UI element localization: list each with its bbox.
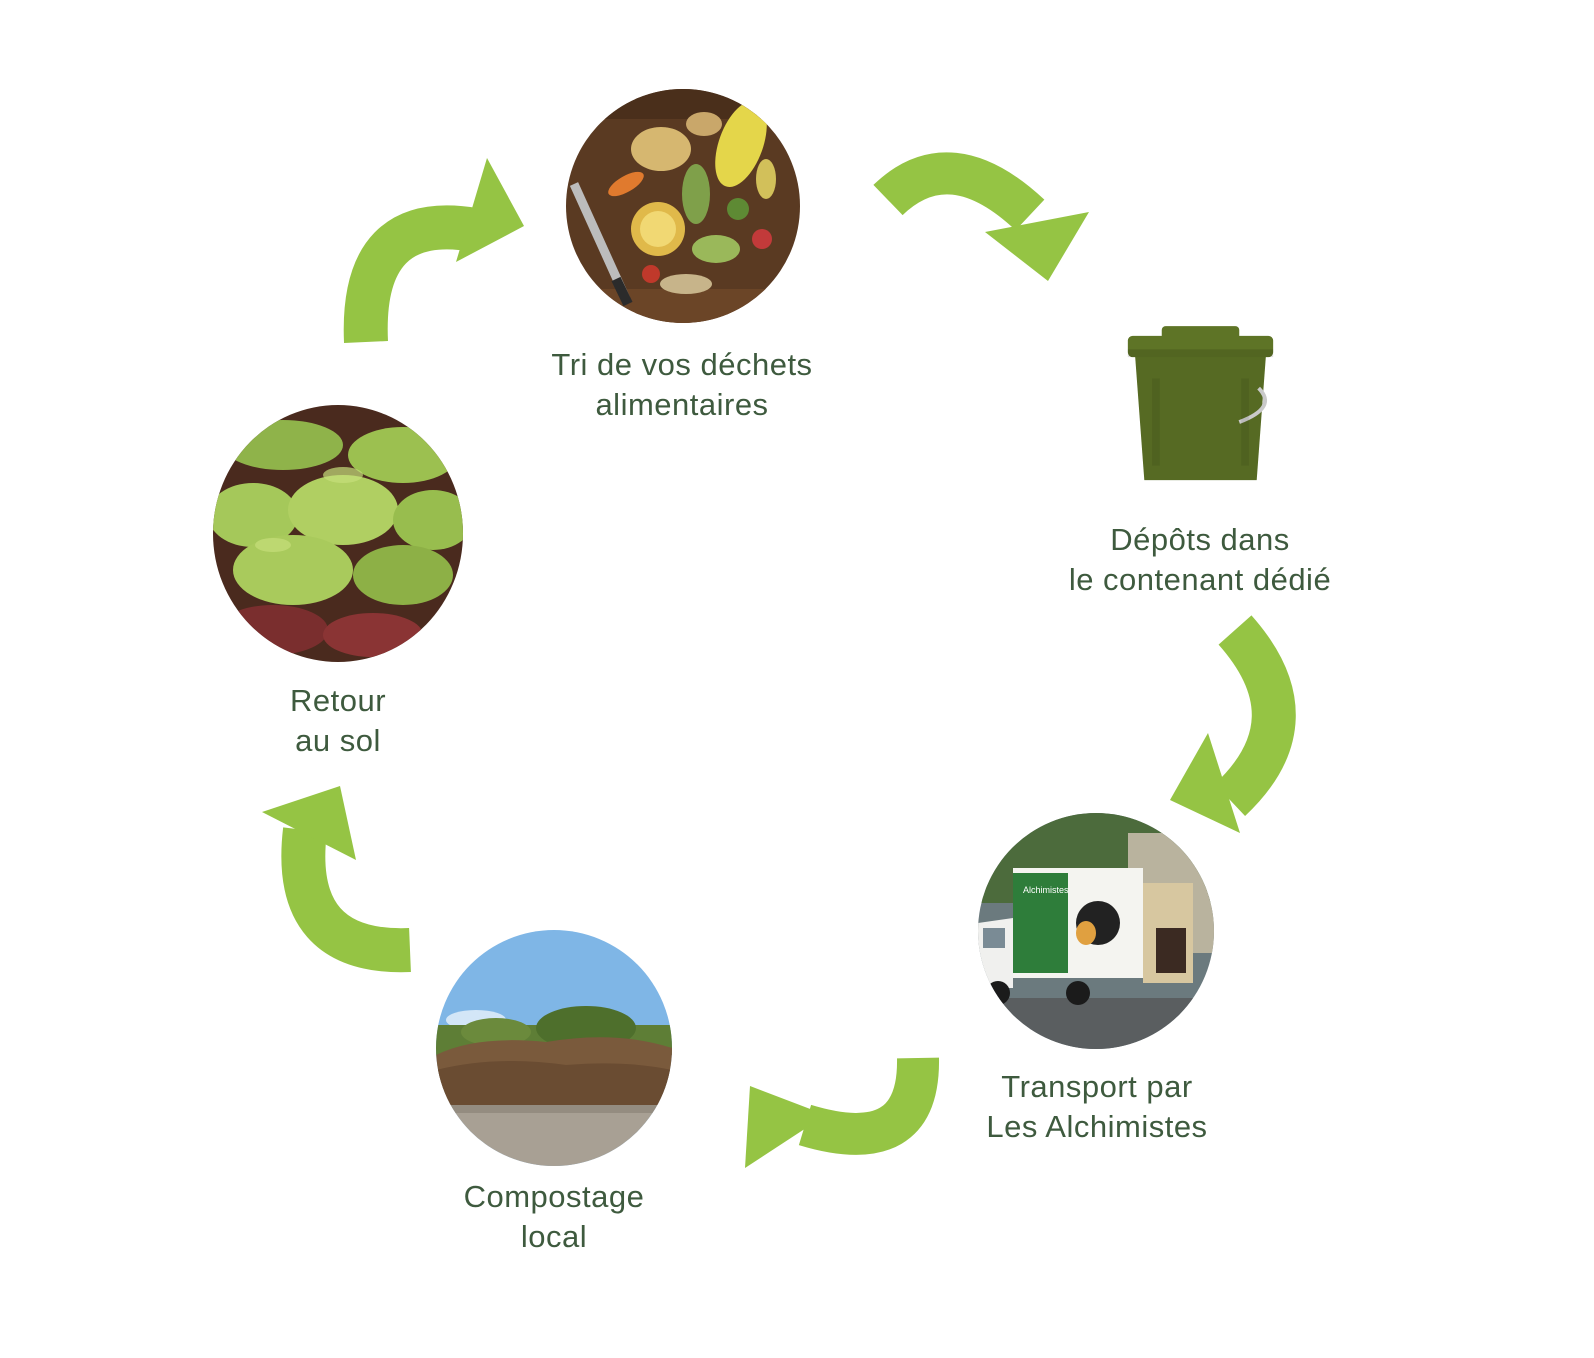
caption-line: alimentaires — [595, 387, 769, 422]
caption-line: Retour — [289, 683, 387, 718]
compost-bin-icon — [1127, 326, 1274, 481]
compost-pile-photo — [436, 930, 672, 1166]
caption-line: Transport par — [1001, 1069, 1193, 1104]
step-caption-tri: Tri de vos déchets alimentaires — [482, 345, 882, 425]
delivery-truck-photo: Alchimistes — [978, 813, 1214, 1049]
truck-brand-text: Alchimistes — [1023, 885, 1069, 895]
caption-line: Dépôts dans — [1110, 522, 1290, 557]
caption-line: Compostage — [463, 1179, 645, 1214]
caption-line: au sol — [295, 723, 381, 758]
step-caption-compostage: Compostage local — [354, 1177, 754, 1257]
caption-line: le contenant dédié — [1068, 562, 1332, 597]
step-caption-transport: Transport par Les Alchimistes — [897, 1067, 1297, 1147]
lettuce-field-photo — [213, 405, 463, 662]
step-caption-depot: Dépôts dans le contenant dédié — [1000, 520, 1400, 600]
caption-line: Tri de vos déchets — [551, 347, 813, 382]
step-caption-retour: Retour au sol — [138, 681, 538, 761]
caption-line: Les Alchimistes — [986, 1109, 1208, 1144]
food-scraps-photo — [566, 89, 800, 323]
caption-line: local — [520, 1219, 588, 1254]
